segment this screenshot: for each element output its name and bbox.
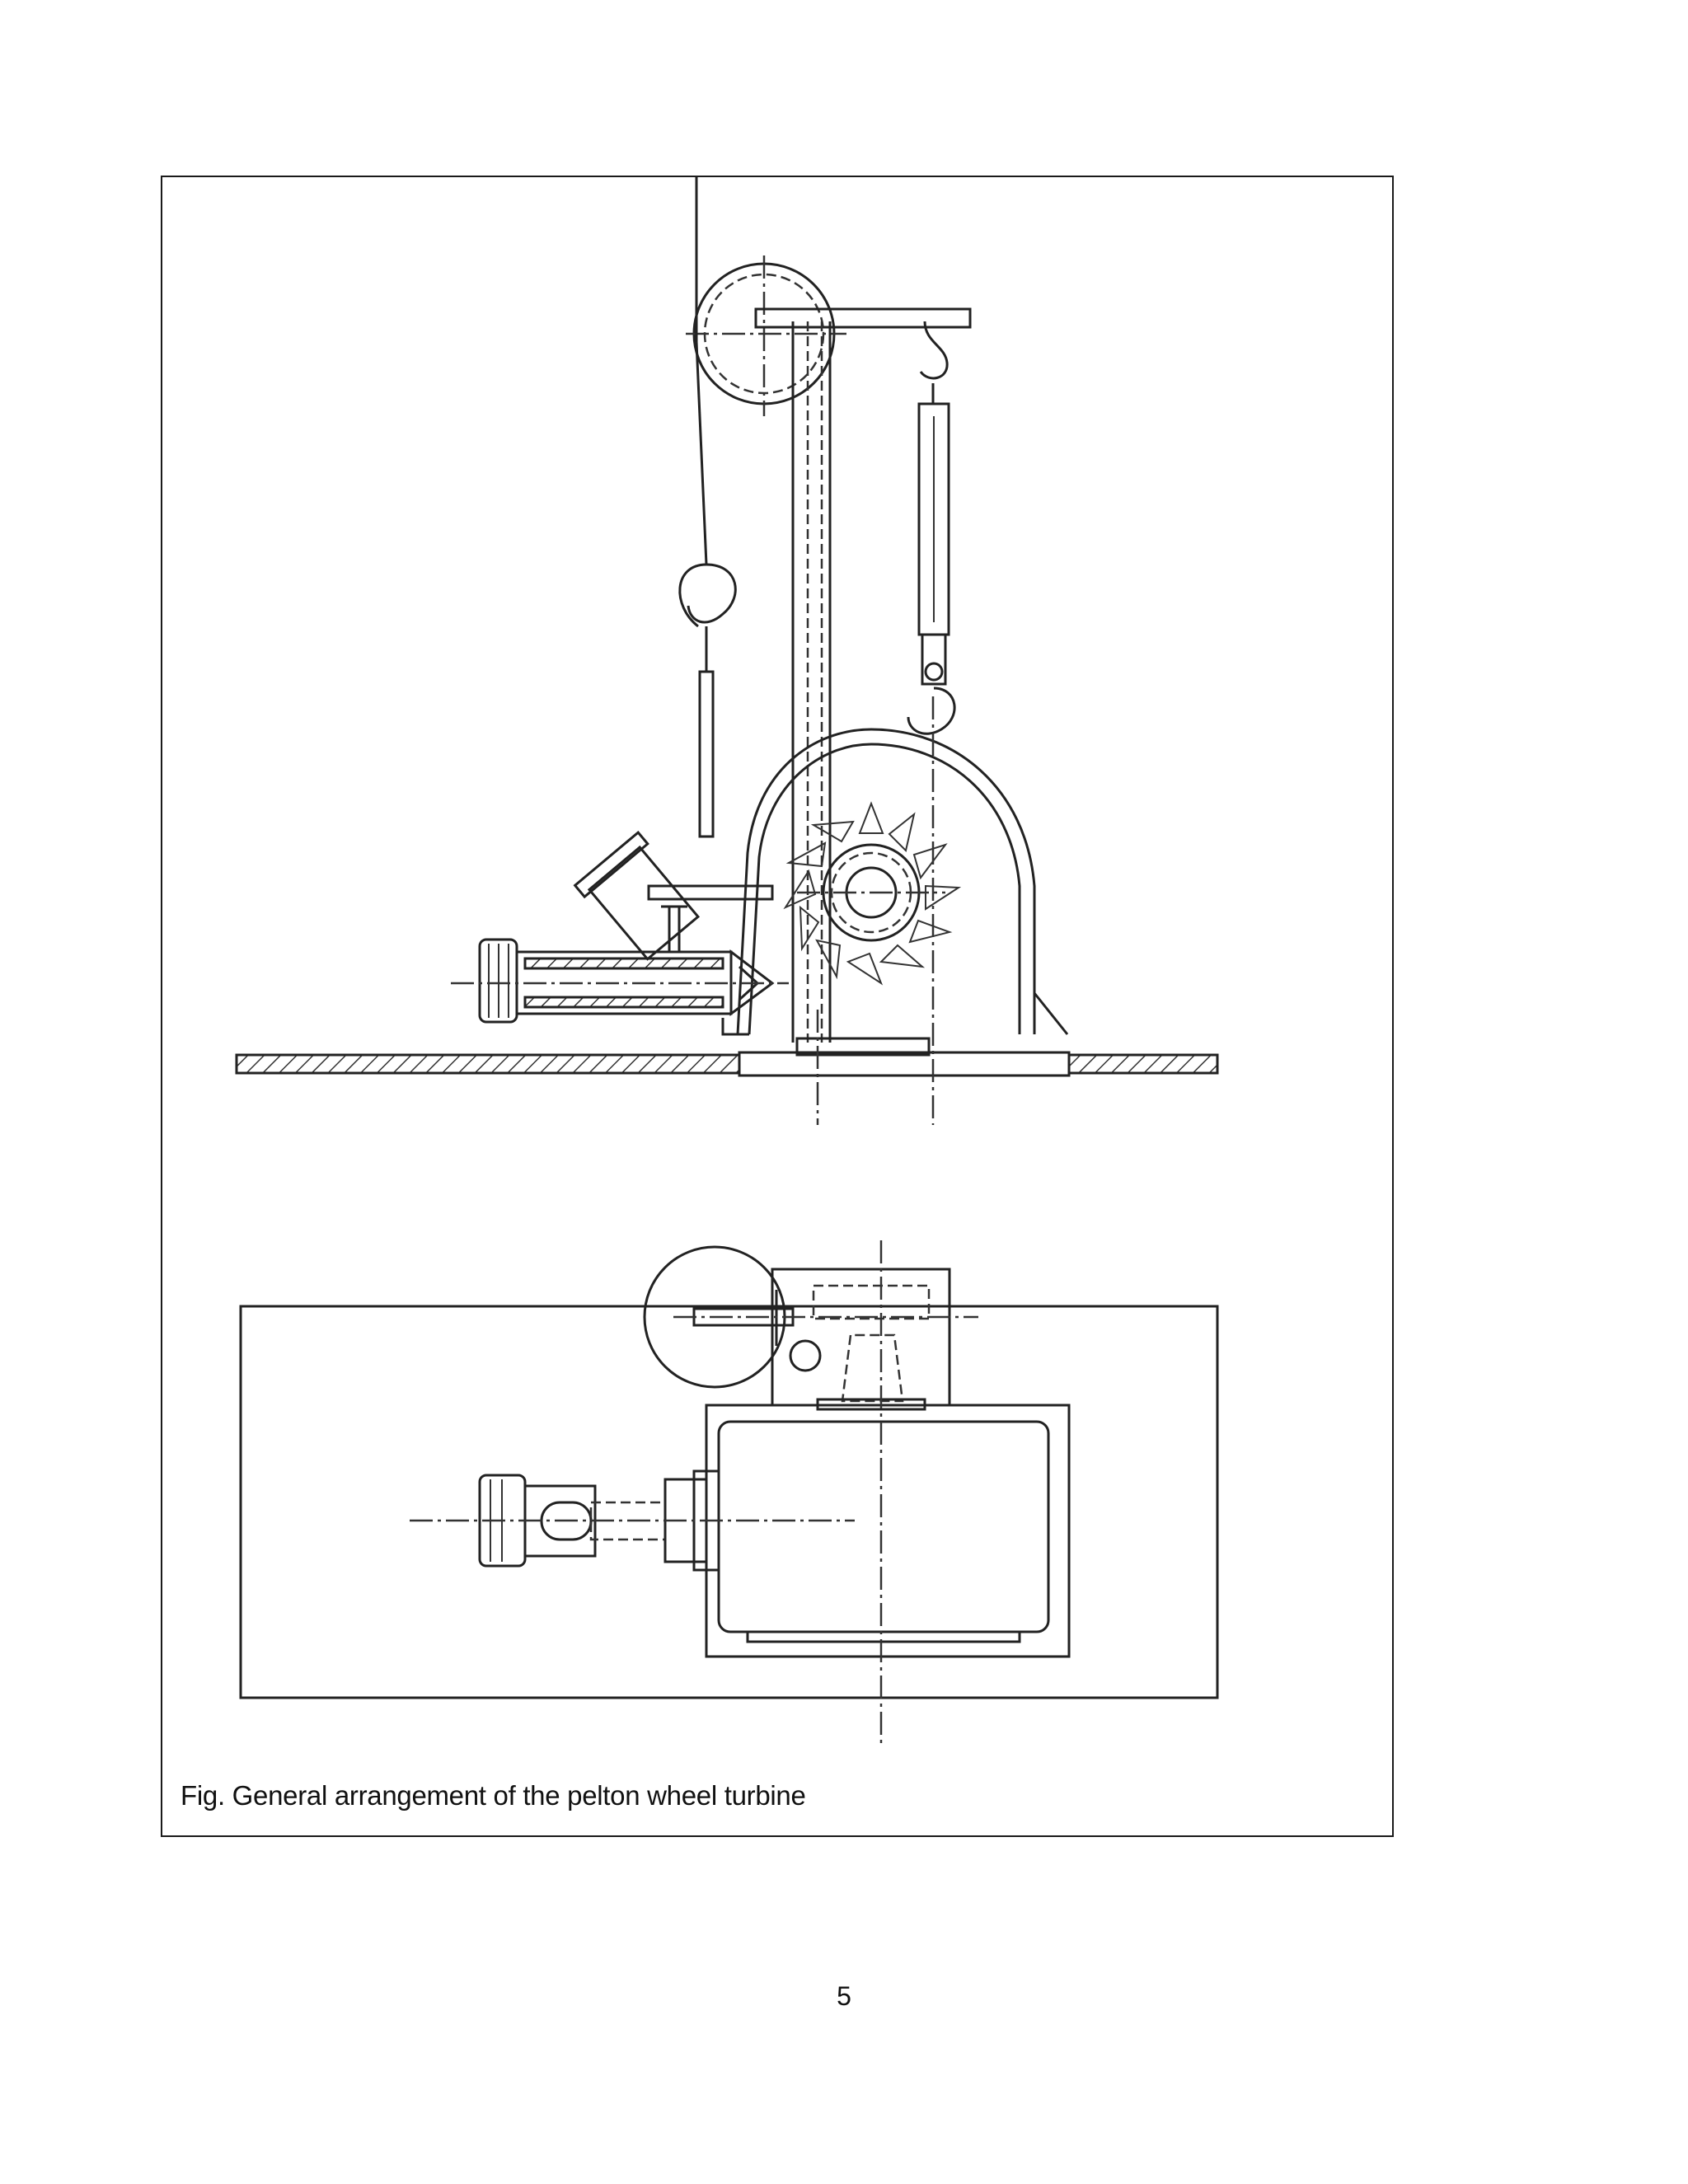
bearing-housing bbox=[771, 1268, 951, 1407]
side-elevation-view bbox=[235, 177, 1219, 1125]
nozzle-assembly bbox=[451, 830, 789, 1036]
support-column bbox=[791, 321, 832, 1043]
plan-casing-outline bbox=[705, 1404, 1071, 1658]
left-weight-hanger bbox=[678, 563, 737, 838]
turbine-casing bbox=[736, 728, 1069, 1035]
base-plate bbox=[235, 1037, 1219, 1077]
figure-caption: Fig. General arrangement of the pelton w… bbox=[181, 1780, 806, 1811]
brake-pulley bbox=[686, 255, 846, 416]
pelton-wheel-drawing bbox=[235, 177, 1219, 1747]
figure-frame: Fig. General arrangement of the pelton w… bbox=[161, 176, 1394, 1837]
top-arm bbox=[754, 307, 972, 329]
plan-runner-body bbox=[717, 1420, 1050, 1633]
plan-base-outline bbox=[239, 1305, 1219, 1699]
hanger-platform bbox=[647, 884, 774, 901]
spring-balance bbox=[907, 321, 956, 735]
page-number: 5 bbox=[837, 1981, 851, 2011]
plan-view bbox=[239, 1240, 1219, 1747]
